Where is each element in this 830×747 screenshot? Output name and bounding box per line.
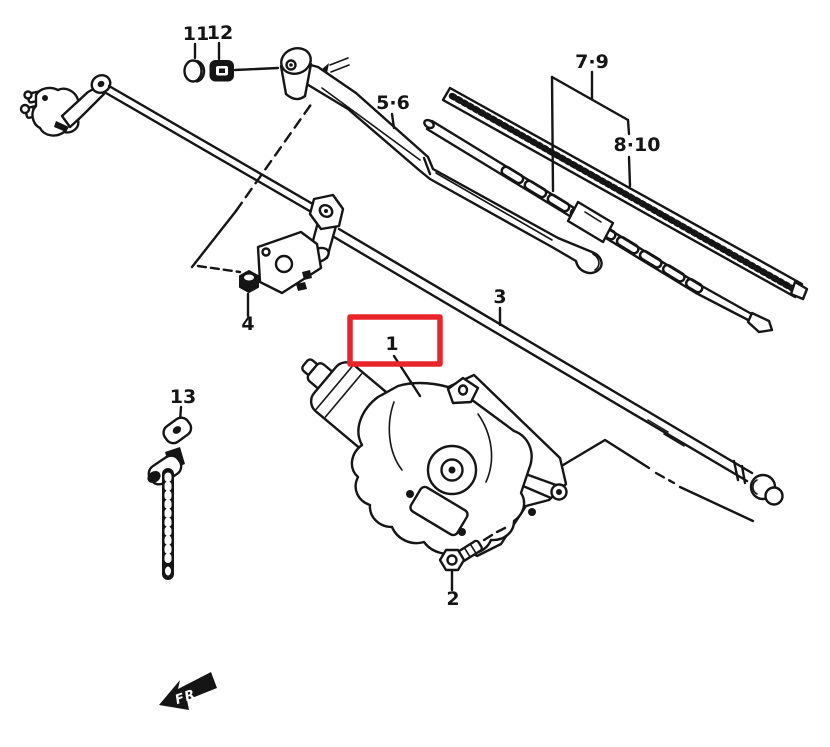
rod-ball-joint xyxy=(749,473,784,506)
blade-end-hook xyxy=(746,311,774,334)
callout-7-9: 7·9 xyxy=(575,51,609,73)
ball-joint-leader xyxy=(546,438,755,523)
left-crank-assembly xyxy=(19,74,112,137)
callout-11: 11 xyxy=(183,23,209,45)
wiper-motor xyxy=(301,358,568,558)
callout-3: 3 xyxy=(493,286,506,308)
blade-rubber-hatching xyxy=(448,92,801,295)
callout-8-10: 8·10 xyxy=(614,134,661,156)
callout-leaders xyxy=(390,112,502,327)
blade-end-cap xyxy=(789,280,809,301)
pivot-nut-lower xyxy=(239,270,259,318)
wiper-blade-upper xyxy=(441,86,809,301)
callout-13: 13 xyxy=(170,386,196,408)
motor-bolt xyxy=(438,526,507,592)
arm-pivot-shaft xyxy=(279,46,313,101)
wiper-blade-lower xyxy=(423,118,774,334)
cap-nut-leaders xyxy=(193,41,280,72)
wiper-arm xyxy=(298,61,603,275)
pivot-cap xyxy=(183,59,206,83)
callout-1: 1 xyxy=(385,333,398,355)
callout-2: 2 xyxy=(446,588,459,610)
front-direction-arrow: FR xyxy=(159,672,217,710)
callout-labels: 11 12 7·9 8·10 5·6 3 1 4 2 13 xyxy=(170,22,661,610)
gearbox-connector xyxy=(409,485,469,537)
callout-12: 12 xyxy=(207,22,233,44)
callout-5-6: 5·6 xyxy=(376,92,410,114)
center-pivot-assembly xyxy=(256,193,345,295)
linkage-rod-left xyxy=(104,84,320,215)
pivot-nut-upper xyxy=(209,60,234,82)
callout-4: 4 xyxy=(241,313,254,335)
blade-center-bracket xyxy=(566,200,615,244)
clamp-strap xyxy=(147,405,193,580)
link-rod-3 xyxy=(332,227,754,485)
highlight-box xyxy=(347,314,443,367)
front-label: FR xyxy=(173,687,198,708)
crank-arm xyxy=(60,85,106,129)
blade-callout-bracket xyxy=(550,70,632,193)
